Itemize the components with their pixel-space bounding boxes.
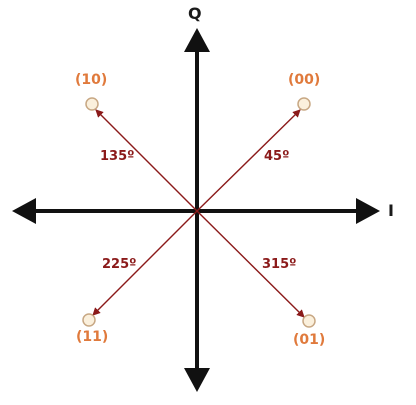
angle-label-315: 315º [262,257,297,272]
angle-label-225: 225º [102,257,137,272]
vector-00 [196,109,301,212]
code-label-11: (11) [76,329,109,345]
i-axis-label: I [388,201,394,220]
code-label-10: (10) [75,72,108,88]
vector-01 [196,210,305,318]
i-axis-arrow-left [12,198,36,224]
vector-10 [95,109,198,212]
vector-11 [92,210,198,316]
code-label-00: (00) [288,72,321,88]
q-axis-label: Q [188,4,202,23]
q-axis-arrow-down [184,368,210,392]
angle-label-135: 135º [100,149,135,164]
i-axis-arrow-right [356,198,380,224]
constellation-point-01 [302,314,316,328]
constellation-point-11 [82,313,96,327]
constellation-point-00 [297,97,311,111]
angle-label-45: 45º [264,149,290,164]
q-axis-arrow-up [184,28,210,52]
code-label-01: (01) [293,332,326,348]
constellation-point-10 [85,97,99,111]
